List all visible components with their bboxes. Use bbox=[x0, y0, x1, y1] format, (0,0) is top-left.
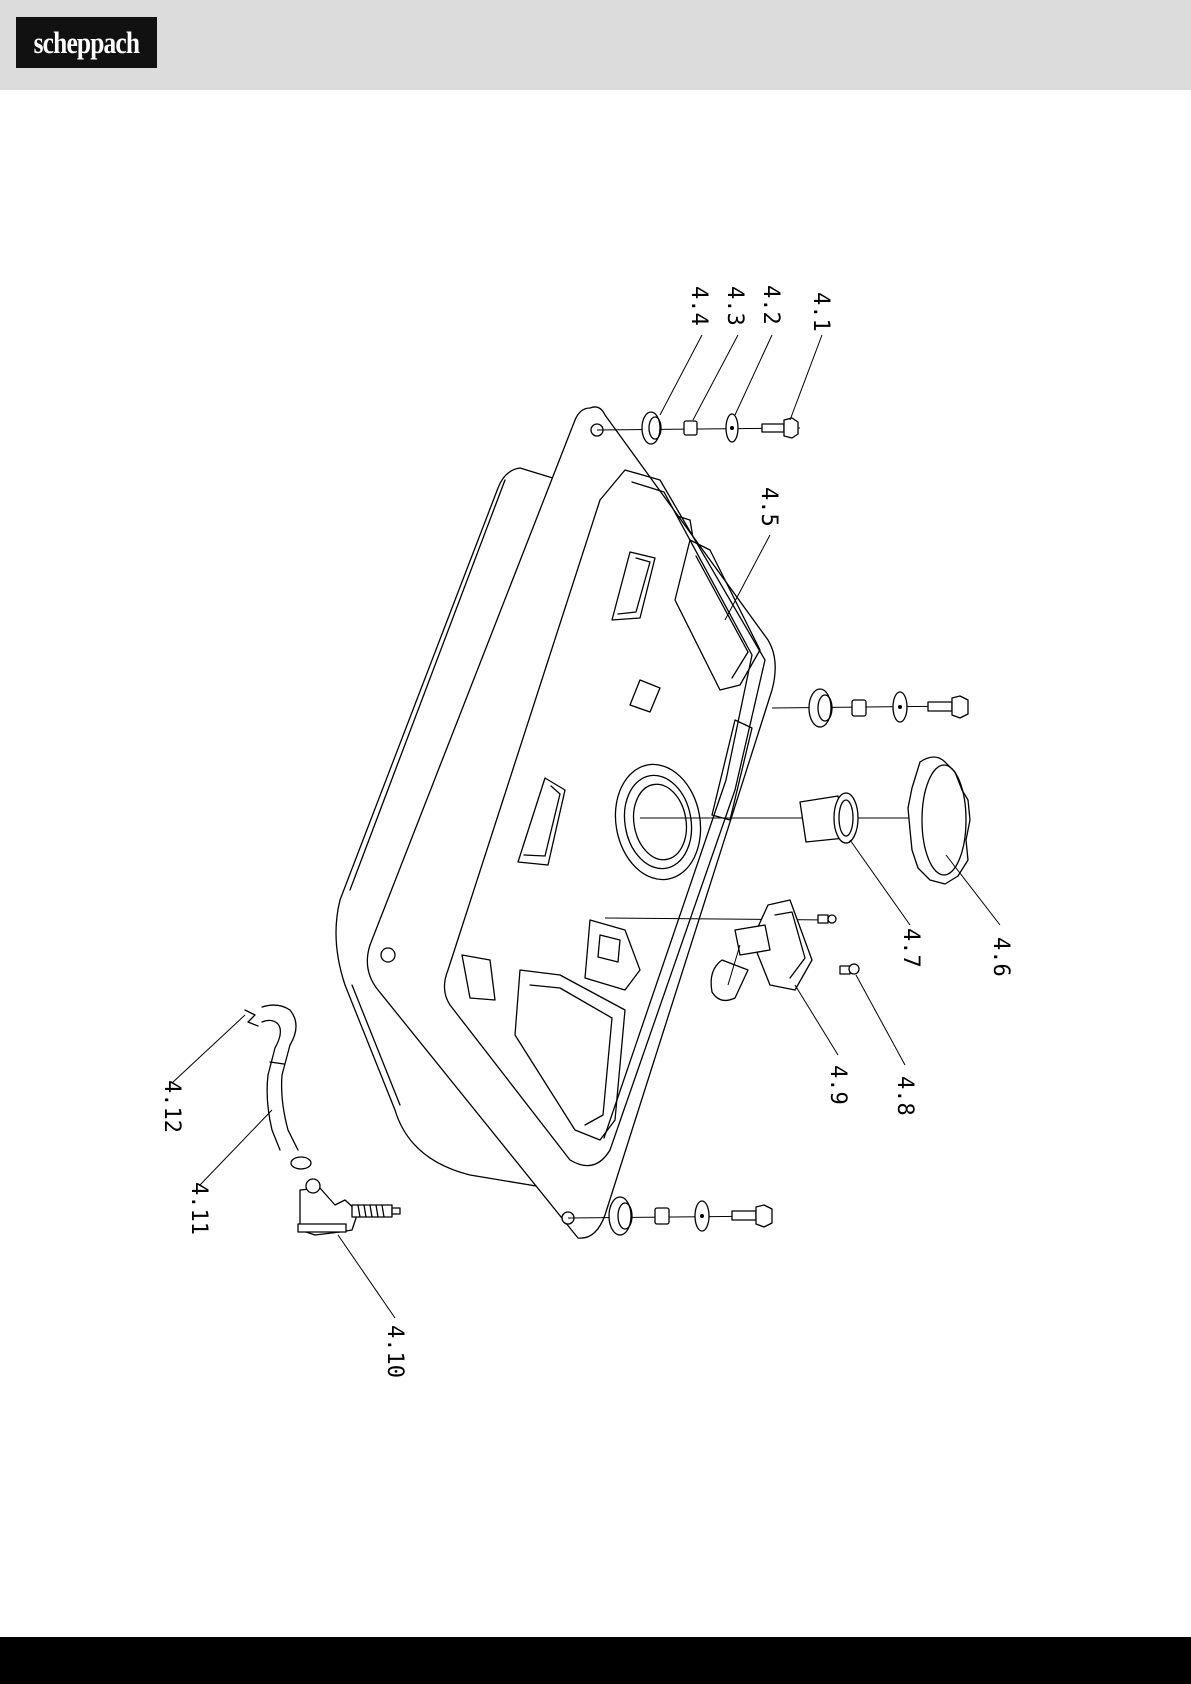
page-footer bbox=[0, 1637, 1191, 1684]
callout-4-2: 4.2 bbox=[758, 285, 783, 325]
callout-4-10: 4.10 bbox=[382, 1325, 407, 1378]
callout-4-3: 4.3 bbox=[722, 286, 747, 326]
fuel-tank bbox=[336, 407, 775, 1238]
callout-4-5: 4.5 bbox=[756, 487, 781, 527]
fuel-line-assembly bbox=[245, 1005, 400, 1235]
mounting-hardware-top bbox=[597, 412, 800, 444]
callout-4-11: 4.11 bbox=[186, 1182, 211, 1235]
fuel-tank-exploded-diagram: 4.1 4.2 4.3 4.4 4.5 4.6 4.7 4.8 4.9 4.10… bbox=[0, 90, 1191, 1637]
scheppach-logo: scheppach bbox=[16, 17, 157, 68]
callout-4-4: 4.4 bbox=[686, 286, 711, 326]
callout-4-6: 4.6 bbox=[988, 937, 1013, 977]
callout-4-9: 4.9 bbox=[825, 1065, 850, 1105]
callout-4-7: 4.7 bbox=[898, 928, 923, 968]
page-header: scheppach bbox=[0, 0, 1191, 90]
callout-4-1: 4.1 bbox=[808, 292, 833, 332]
callout-4-8: 4.8 bbox=[892, 1076, 917, 1116]
logo-text: scheppach bbox=[34, 25, 140, 61]
mounting-hardware-middle bbox=[772, 689, 968, 727]
callout-4-12: 4.12 bbox=[159, 1080, 184, 1133]
